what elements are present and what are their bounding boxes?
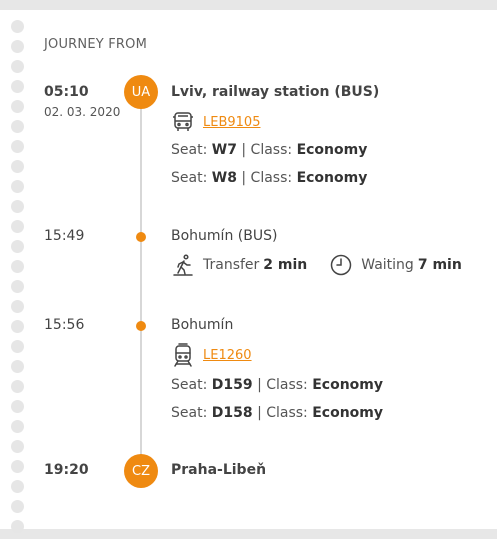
clock-icon [329,253,353,277]
transfer-duration: 2 min [263,257,308,273]
perforation-hole [11,20,24,33]
perforation-hole [11,360,24,373]
perforation-hole [11,400,24,413]
timeline-dot [136,321,146,331]
perforation-hole [11,60,24,73]
seat-label: Seat: [171,170,208,186]
perforation-hole [11,240,24,253]
perforation-hole [11,440,24,453]
perforation-hole [11,460,24,473]
seat-info: Seat: W7 | Class: Economy [171,142,367,158]
journey-card [0,10,497,533]
class-label: | Class: [241,170,293,186]
perforation-hole [11,140,24,153]
perforation-hole [11,500,24,513]
transfer-arrival-time: 15:49 [44,228,85,244]
perforation-hole [11,340,24,353]
arrival-time: 19:20 [44,462,89,478]
waiting-label: Waiting [361,257,414,273]
timeline-line [140,92,142,470]
perforation-hole [11,300,24,313]
seat-info: Seat: D158 | Class: Economy [171,405,383,421]
seat-number: W7 [211,142,237,158]
perforation-hole [11,200,24,213]
perforation-hole [11,260,24,273]
perforation-hole [11,100,24,113]
connection-link-train[interactable]: LE1260 [203,347,252,363]
perforation-edge [11,20,25,539]
perforation-hole [11,160,24,173]
walking-person-icon [171,253,195,277]
seat-label: Seat: [171,405,208,421]
perforation-hole [11,220,24,233]
journey-heading: JOURNEY FROM [44,37,147,52]
perforation-hole [11,520,24,533]
seat-label: Seat: [171,377,208,393]
destination-station: Praha-Libeň [171,462,267,478]
perforation-hole [11,380,24,393]
vehicle-row-bus: LEB9105 [171,110,260,134]
departure-time: 05:10 [44,84,89,100]
class-value: Economy [312,377,384,393]
perforation-hole [11,280,24,293]
class-value: Economy [296,142,368,158]
class-label: | Class: [257,377,308,393]
perforation-hole [11,320,24,333]
perforation-hole [11,480,24,493]
bus-icon [171,110,195,134]
transfer-label: Transfer [203,257,260,273]
seat-number: D158 [211,405,253,421]
origin-station: Lviv, railway station (BUS) [171,84,380,100]
transfer-row: Transfer 2 min Waiting 7 min [171,253,462,277]
transfer-departure-station: Bohumín [171,317,234,333]
country-badge-destination: CZ [124,454,158,488]
perforation-hole [11,420,24,433]
seat-number: D159 [211,377,253,393]
timeline-dot [136,232,146,242]
class-value: Economy [296,170,368,186]
class-label: | Class: [241,142,293,158]
class-value: Economy [312,405,384,421]
perforation-hole [11,80,24,93]
seat-info: Seat: D159 | Class: Economy [171,377,383,393]
transfer-departure-time: 15:56 [44,317,85,333]
seat-label: Seat: [171,142,208,158]
vehicle-row-train: LE1260 [171,342,252,368]
connection-link-bus[interactable]: LEB9105 [203,114,261,130]
perforation-hole [11,120,24,133]
transfer-station: Bohumín (BUS) [171,228,278,244]
country-badge-origin: UA [124,75,158,109]
perforation-hole [11,40,24,53]
class-label: | Class: [257,405,308,421]
seat-info: Seat: W8 | Class: Economy [171,170,367,186]
departure-date: 02. 03. 2020 [44,105,121,119]
train-icon [171,342,195,368]
waiting-duration: 7 min [417,257,462,273]
seat-number: W8 [211,170,237,186]
perforation-hole [11,180,24,193]
